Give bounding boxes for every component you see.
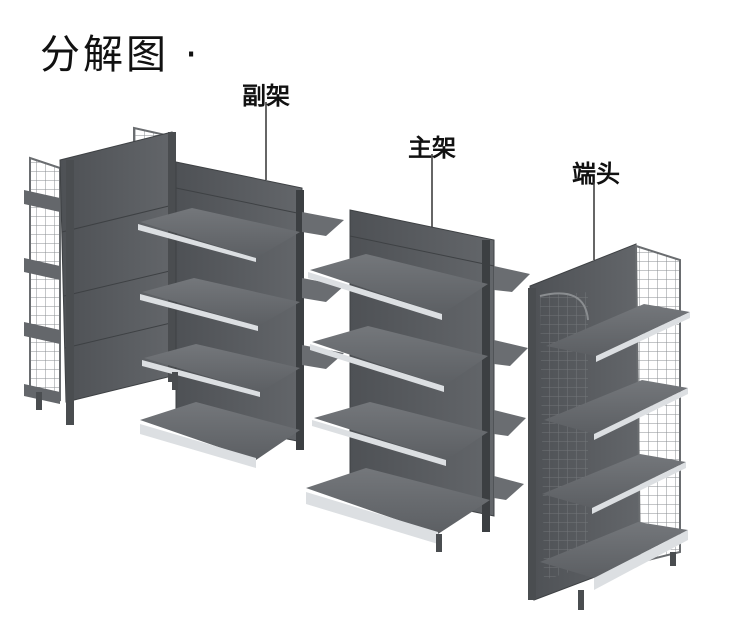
sub-rack-unit xyxy=(138,161,344,468)
label-end-cap: 端头 xyxy=(572,160,620,188)
end-cap-shelves xyxy=(540,304,690,590)
leader-lines xyxy=(265,102,595,260)
sub-rack-shelves xyxy=(138,208,300,468)
end-cap-unit xyxy=(528,243,690,610)
main-rack-unit xyxy=(306,209,530,552)
left-end-unit xyxy=(24,126,177,425)
main-rack-shelves xyxy=(306,254,490,544)
figure-title: 分解图 · xyxy=(40,32,201,78)
